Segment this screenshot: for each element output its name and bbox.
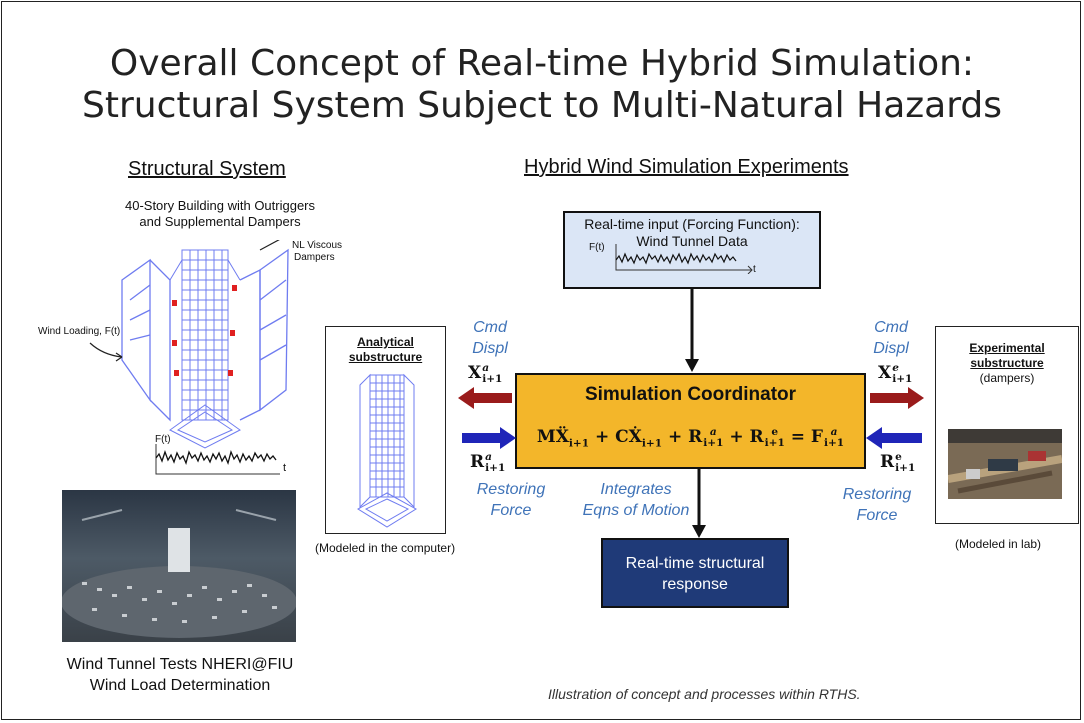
input-forcing-plot <box>615 244 753 274</box>
input-line-1: Real-time input (Forcing Function): <box>584 216 800 232</box>
building-caption-line-1: 40-Story Building with Outriggers <box>124 198 316 213</box>
input-ft-label: F(t) <box>589 242 605 253</box>
structural-system-heading: Structural System <box>128 158 286 180</box>
structural-response-box: Real-time structural response <box>601 538 789 608</box>
analytical-title: Analytical substructure <box>326 335 445 365</box>
analytical-title-line-1: Analytical <box>357 335 414 349</box>
building-caption: 40-Story Building with Outriggers and Su… <box>100 198 340 230</box>
cmd-right-line-2: Displ <box>873 340 909 357</box>
left-forcing-plot <box>155 444 280 475</box>
experimental-title: Experimental substructure (dampers) <box>936 341 1078 386</box>
cmd-left-line-1: Cmd <box>473 319 507 336</box>
coordinator-title: Simulation Coordinator <box>584 384 797 405</box>
experimental-substructure-box: Experimental substructure (dampers) <box>935 326 1079 524</box>
integrates-label: Integrates Eqns of Motion <box>575 479 697 521</box>
arrow-experimental-restoring <box>866 427 922 449</box>
simulation-coordinator-box: Simulation Coordinator MẌi+1 + CẊi+1 + R… <box>515 373 866 469</box>
experimental-title-line-1: Experimental <box>969 341 1045 355</box>
realtime-input-box: Real-time input (Forcing Function): Wind… <box>563 211 821 289</box>
hybrid-heading: Hybrid Wind Simulation Experiments <box>524 156 849 178</box>
dampers-label-line-2: Dampers <box>294 252 335 263</box>
dampers-label: NL Viscous Dampers <box>292 240 342 264</box>
building-model-illustration <box>121 240 289 449</box>
restoring-left-line-1: Restoring <box>476 481 546 498</box>
title-line-1: Overall Concept of Real-time Hybrid Simu… <box>109 43 975 84</box>
wind-tunnel-photo <box>62 490 296 642</box>
experimental-title-line-2: substructure <box>970 356 1044 370</box>
analytical-note: (Modeled in the computer) <box>315 541 456 555</box>
experimental-sub: (dampers) <box>979 371 1035 385</box>
restoring-force-right: Restoring Force <box>832 484 922 526</box>
analytical-model-illustration <box>357 373 417 528</box>
arrow-analytical-restoring <box>462 427 516 449</box>
arrow-command-to-experimental <box>870 387 924 409</box>
wind-loading-label: Wind Loading, F(t) <box>38 326 121 337</box>
cmd-right-line-1: Cmd <box>874 319 908 336</box>
wind-loading-pointer <box>89 342 123 362</box>
integrates-line-1: Integrates <box>600 481 672 498</box>
arrow-command-to-analytical <box>458 387 512 409</box>
tunnel-caption-line-2: Wind Load Determination <box>89 677 271 694</box>
input-line-2: Wind Tunnel Data <box>636 233 748 249</box>
restoring-right-line-1: Restoring <box>842 486 912 503</box>
integrates-line-2: Eqns of Motion <box>582 502 690 519</box>
response-line-1: Real-time structural <box>625 555 765 572</box>
t-label: t <box>283 462 287 474</box>
cmd-displ-right: Cmd Displ <box>866 317 916 359</box>
arrow-coordinator-to-response <box>692 469 706 538</box>
title-line-2: Structural System Subject to Multi-Natur… <box>82 85 1002 126</box>
building-caption-line-2: and Supplemental Dampers <box>139 214 301 229</box>
response-line-2: response <box>662 576 728 593</box>
experimental-note: (Modeled in lab) <box>955 537 1042 551</box>
analytical-substructure-box: Analytical substructure <box>325 326 446 534</box>
footer-caption: Illustration of concept and processes wi… <box>548 686 861 702</box>
restoring-right-line-2: Force <box>856 507 898 524</box>
lab-dampers-photo <box>948 429 1062 499</box>
tunnel-caption: Wind Tunnel Tests NHERI@FIU Wind Load De… <box>30 654 330 696</box>
input-t-label: t <box>753 264 756 275</box>
ft-label: F(t) <box>155 434 171 445</box>
cmd-left-line-2: Displ <box>472 340 508 357</box>
restoring-force-left: Restoring Force <box>466 479 556 521</box>
restoring-left-line-2: Force <box>490 502 532 519</box>
dampers-label-line-1: NL Viscous <box>292 240 343 251</box>
tunnel-caption-line-1: Wind Tunnel Tests NHERI@FIU <box>66 656 294 673</box>
cmd-displ-left: Cmd Displ <box>470 317 510 359</box>
realtime-input-text: Real-time input (Forcing Function): Wind… <box>565 216 819 250</box>
analytical-title-line-2: substructure <box>348 350 423 364</box>
arrow-input-to-coordinator <box>685 289 699 372</box>
